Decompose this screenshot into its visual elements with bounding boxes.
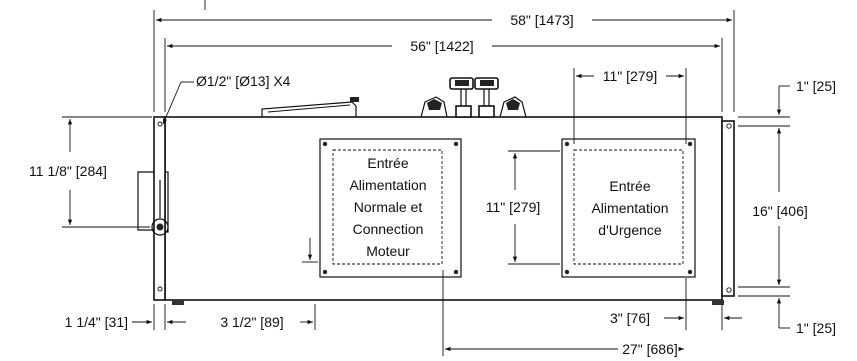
body-width-label: 56" [1422] bbox=[410, 38, 473, 54]
dim-bottom-offset: 1" [25] bbox=[776, 298, 836, 336]
bottom-offset-label: 1" [25] bbox=[796, 320, 836, 336]
normal-panel-label-line-5: Moteur bbox=[366, 243, 410, 259]
dim-left-height: 11 1/8" [284] bbox=[29, 116, 152, 228]
overall-height-label: 16" [406] bbox=[752, 203, 808, 219]
top-components bbox=[261, 77, 527, 118]
emergency-panel-label-line-1: Entrée bbox=[609, 178, 650, 194]
dim-foot-offset: 3 1/2" [89] bbox=[220, 238, 318, 330]
normal-panel-label-line-1: Entrée bbox=[367, 155, 408, 171]
normal-panel-label-line-4: Connection bbox=[353, 221, 424, 237]
right-offset-label: 3" [76] bbox=[610, 310, 650, 326]
foot-offset-label: 3 1/2" [89] bbox=[220, 314, 283, 330]
dim-body-width: 56" [1422] bbox=[164, 38, 723, 112]
panel-normal-power: Entrée Alimentation Normale et Connectio… bbox=[319, 138, 462, 278]
panel-spacing-label: 27" [686] bbox=[622, 341, 678, 357]
emergency-panel-label-line-2: Alimentation bbox=[591, 200, 668, 216]
normal-panel-label-line-3: Normale et bbox=[354, 199, 423, 215]
panel-width-label: 11" [279] bbox=[603, 68, 658, 84]
bottom-left-label: 1 1/4" [31] bbox=[65, 314, 128, 330]
top-offset-label: 1" [25] bbox=[796, 78, 836, 94]
left-height-label: 11 1/8" [284] bbox=[29, 163, 107, 179]
dim-overall-height: 16" [406] bbox=[738, 128, 808, 297]
dim-bottom-left: 1 1/4" [31] bbox=[65, 304, 186, 330]
dim-overall-width: 58" [1473] bbox=[153, 0, 735, 112]
hole-callout: Ø1/2" [Ø13] X4 bbox=[162, 73, 291, 125]
panel-emergency-power: Entrée Alimentation d'Urgence bbox=[561, 138, 696, 278]
emergency-panel-label-line-3: d'Urgence bbox=[598, 222, 662, 238]
dim-panel-width: 11" [279] bbox=[573, 68, 687, 144]
hole-callout-label: Ø1/2" [Ø13] X4 bbox=[196, 73, 291, 89]
dim-panel-height: 11" [279] bbox=[486, 150, 560, 265]
normal-panel-label-line-2: Alimentation bbox=[349, 177, 426, 193]
dim-right-offset: 3" [76] bbox=[610, 278, 742, 330]
dim-top-offset: 1" [25] bbox=[738, 78, 836, 127]
overall-width-label: 58" [1473] bbox=[510, 12, 573, 28]
dim-panel-spacing: 27" [686] bbox=[442, 270, 684, 357]
side-latch bbox=[137, 121, 169, 292]
panel-height-label: 11" [279] bbox=[486, 199, 541, 215]
